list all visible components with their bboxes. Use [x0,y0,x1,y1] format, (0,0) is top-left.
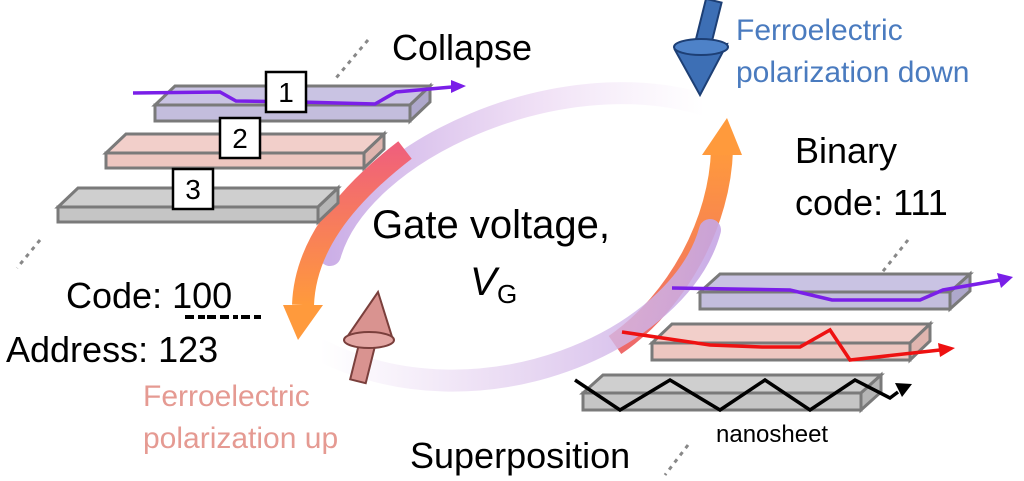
layer-number-box-3: 3 [171,167,215,211]
ferro-up-label-2: polarization up [143,422,338,455]
address-label: Address: 123 [6,329,218,370]
ferro-up-label-1: Ferroelectric [143,380,310,413]
code-label: Code: 100 [66,275,232,316]
layer-middle-right [648,320,934,364]
svg-text:3: 3 [185,174,201,205]
cycle-arrowhead-down [283,305,323,340]
layer-number-box-1: 1 [264,70,308,114]
super-arrowhead-black [895,383,912,397]
collapse-signal-arrowhead [451,80,466,93]
layer-top-right [696,270,974,313]
binary-label-1: Binary [795,130,897,171]
collapse-stack: 1 2 3 [54,70,466,226]
nanosheet-label: nanosheet [716,421,828,448]
binary-label-2: code: 111 [795,182,948,223]
tip-down [673,0,729,98]
guide-dots-super-top [878,239,910,276]
guide-dots-collapse-top [334,39,370,79]
gate-voltage-symbol: V [470,260,500,304]
super-signal-black [574,377,900,413]
superposition-label: Superposition [410,435,630,476]
cycle-arc-bottom [309,219,721,392]
super-arrowhead-purple [997,273,1013,288]
svg-text:2: 2 [232,123,248,154]
super-arrowhead-red [938,343,955,357]
collapse-label: Collapse [392,27,532,68]
gate-voltage-subscript: G [497,279,517,309]
super-signal-red [621,327,941,362]
super-signal-purple [671,278,1001,302]
cycle-arc-left [292,141,412,306]
code-value: 100 [172,275,232,316]
guide-dots-super-bottom [663,444,690,476]
ferro-down-label-1: Ferroelectric [736,14,903,47]
superposition-stack [574,270,1013,414]
tip-up [343,289,395,385]
layer-number-box-2: 2 [218,116,262,160]
guide-dots-collapse-bottom [15,239,42,269]
gate-voltage-label: Gate voltage, [372,203,610,247]
ferro-down-label-2: polarization down [736,56,969,89]
cycle-arrowhead-up [702,118,742,155]
cycle-arrows [283,82,742,392]
svg-text:1: 1 [278,77,294,108]
